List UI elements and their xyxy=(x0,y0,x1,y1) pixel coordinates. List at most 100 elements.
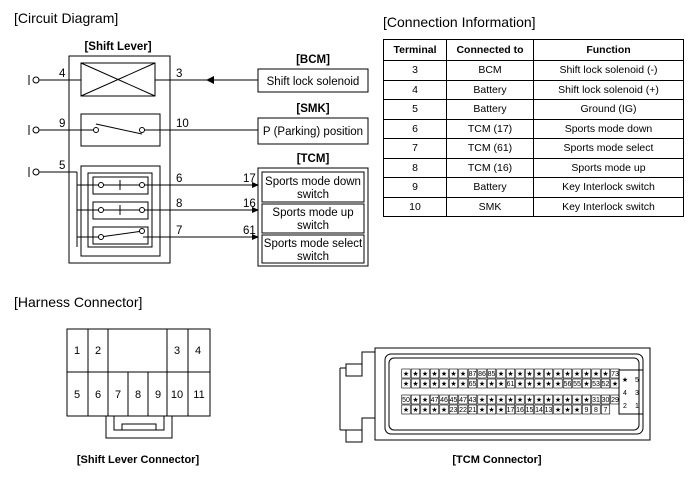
tcm-pin-cell xyxy=(524,404,535,415)
tcm-pin-cell xyxy=(401,394,411,405)
tcm-pin-★: ★ xyxy=(545,396,551,404)
shift-pin-6: 6 xyxy=(95,389,101,401)
tcm-pin-cell xyxy=(515,404,525,415)
tcm-small-pin-4: 4 xyxy=(623,390,627,397)
shift-pin-7: 7 xyxy=(115,389,121,401)
tcm-pin-cell xyxy=(562,404,573,415)
cell-function: Ground (IG) xyxy=(533,99,684,120)
tcm-pin-★: ★ xyxy=(555,380,561,388)
tcm-pin-cell xyxy=(534,368,544,379)
tcm-pin-55: 55 xyxy=(573,381,581,388)
tcm-pin-cell xyxy=(496,394,506,405)
sports-select-box xyxy=(261,234,365,264)
tcm-pin-cell xyxy=(581,394,592,405)
tcm-pin-cell xyxy=(496,368,506,379)
tcm-pin-cell xyxy=(572,394,582,405)
cell-connected: TCM (17) xyxy=(446,118,534,139)
tcm-pin-★: ★ xyxy=(602,370,608,378)
tcm-pin-30: 30 xyxy=(602,397,610,404)
tcm-pin-86: 86 xyxy=(478,371,486,378)
tcm-pin-85: 85 xyxy=(488,371,496,378)
header-terminal: Terminal xyxy=(383,39,447,61)
tcm-pin-cell xyxy=(572,378,582,389)
tcm-connector-caption: [TCM Connector] xyxy=(452,454,542,466)
smk-box xyxy=(257,117,369,145)
tcm-pin-8: 8 xyxy=(594,407,598,414)
tcm-pin-21: 21 xyxy=(469,407,477,414)
tcm-small-pin-5: 5 xyxy=(635,377,639,384)
tcm-pin-★: ★ xyxy=(403,406,409,414)
tcm-pin-★: ★ xyxy=(479,396,485,404)
tcm-pin-★: ★ xyxy=(536,396,542,404)
tcm-pin-cell xyxy=(572,404,582,415)
tcm-pin-★: ★ xyxy=(441,380,447,388)
shift-pin-2: 2 xyxy=(95,345,101,357)
tcm-pin-★: ★ xyxy=(403,370,409,378)
sports-select-text-1: Sports mode select xyxy=(264,238,363,250)
cell-connected: BCM xyxy=(446,60,534,81)
tcm-pin-cell xyxy=(448,404,459,415)
tcm-pin-★: ★ xyxy=(583,396,589,404)
tcm-pin-★: ★ xyxy=(517,380,523,388)
tcm-pin-cell xyxy=(467,394,478,405)
sports-up-text-1: Sports mode up xyxy=(272,207,353,219)
tcm-pin-★: ★ xyxy=(479,380,485,388)
tcm-pin-★: ★ xyxy=(403,380,409,388)
tcm-pin-cell xyxy=(420,368,430,379)
tcm-pin-★: ★ xyxy=(412,406,418,414)
cell-function: Sports mode down xyxy=(533,118,684,139)
tcm-pin-43: 43 xyxy=(469,397,477,404)
cell-terminal: 9 xyxy=(383,177,447,198)
tcm-pin-cell xyxy=(458,378,468,389)
cell-function: Shift lock solenoid (+) xyxy=(533,79,684,100)
tcm-box xyxy=(257,167,369,267)
shift-pin-11: 11 xyxy=(193,389,204,401)
tcm-pin-cell xyxy=(486,394,497,405)
tcm-pin-★: ★ xyxy=(412,370,418,378)
tcm-pin-cell xyxy=(505,404,516,415)
tcm-connector xyxy=(339,347,651,443)
tcm-pin-50: 50 xyxy=(402,397,410,404)
harness-connector-title: [Harness Connector] xyxy=(14,294,143,310)
tcm-pin-★: ★ xyxy=(555,396,561,404)
shift-pin-3: 3 xyxy=(174,345,180,357)
bcm-label: [BCM] xyxy=(296,54,330,66)
pin-17: 17 xyxy=(243,173,256,185)
tcm-pin-cell xyxy=(553,394,563,405)
cell-connected: TCM (61) xyxy=(446,138,534,159)
cell-function: Sports mode select xyxy=(533,138,684,159)
shift-pin-1: 1 xyxy=(74,345,80,357)
shift-pin-10: 10 xyxy=(171,389,183,401)
tcm-pin-cell xyxy=(553,368,563,379)
shift-lever-connector-caption: [Shift Lever Connector] xyxy=(77,454,200,466)
battery-terminal-icon xyxy=(32,76,40,84)
tcm-pin-cell xyxy=(477,378,487,389)
tcm-pin-cell xyxy=(420,378,430,389)
tcm-pin-cell xyxy=(591,394,601,405)
tcm-pin-cell xyxy=(581,378,592,389)
tcm-pin-★: ★ xyxy=(431,370,437,378)
tcm-pin-14: 14 xyxy=(535,407,543,414)
tcm-pin-cell xyxy=(562,368,573,379)
tcm-pin-cell xyxy=(410,368,421,379)
pin-8: 8 xyxy=(176,198,182,210)
tcm-pin-cell xyxy=(439,368,449,379)
tcm-pin-cell xyxy=(467,404,478,415)
tcm-pin-cell xyxy=(477,368,487,379)
tcm-pin-★: ★ xyxy=(574,370,580,378)
cell-terminal: 6 xyxy=(383,118,447,139)
cell-terminal: 8 xyxy=(383,157,447,178)
tcm-small-pin-★: ★ xyxy=(622,376,628,384)
tcm-pin-★: ★ xyxy=(450,380,456,388)
tcm-pin-cell xyxy=(600,378,611,389)
tcm-pin-cell xyxy=(524,368,535,379)
tcm-pin-★: ★ xyxy=(498,370,504,378)
bcm-box xyxy=(257,68,369,93)
tcm-pin-★: ★ xyxy=(583,380,589,388)
tcm-pin-★: ★ xyxy=(545,380,551,388)
